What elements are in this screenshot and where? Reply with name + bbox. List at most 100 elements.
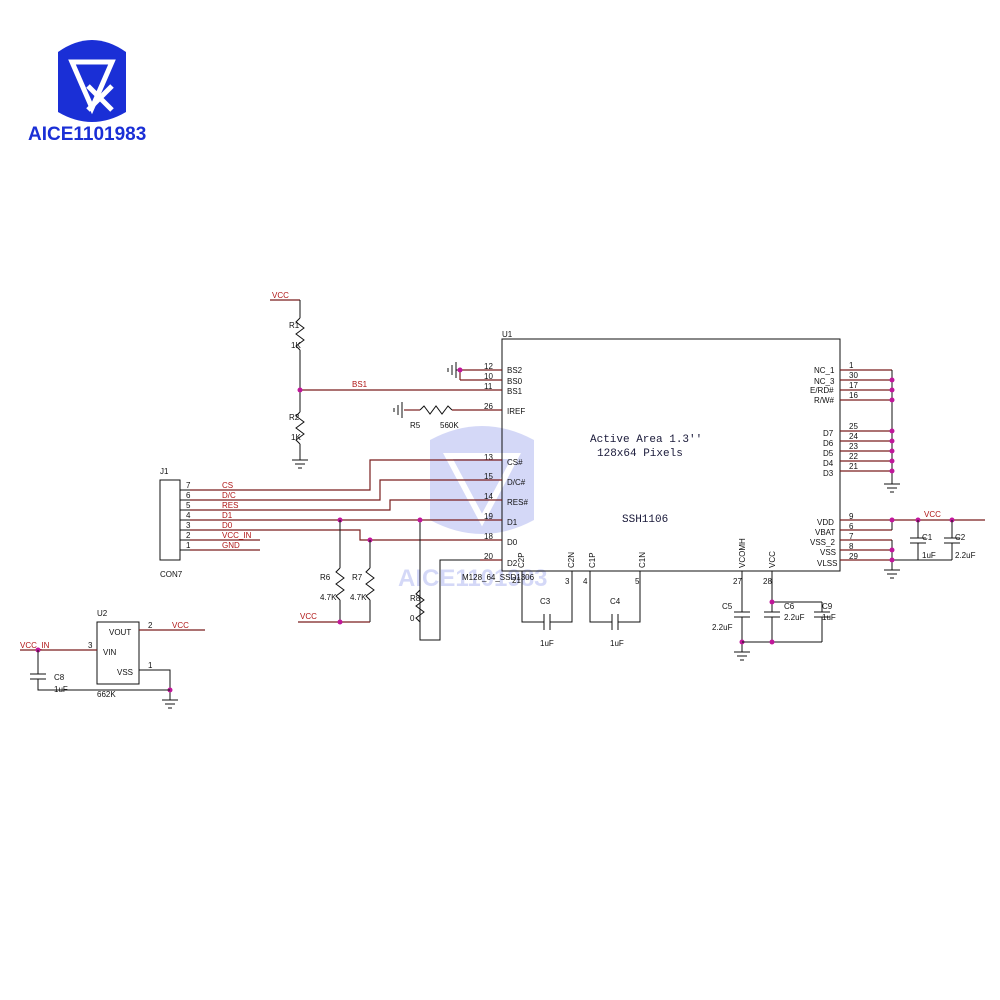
pin-label: R/W#	[814, 396, 835, 405]
pin-number: 7	[849, 532, 854, 541]
cross-icon	[86, 84, 114, 112]
u1-controller: SSH1106	[622, 514, 668, 526]
r6-ref: R6	[320, 573, 331, 582]
c6-ref: C6	[784, 602, 795, 611]
pin-number: 20	[484, 552, 493, 561]
pin-label: VCC	[768, 551, 777, 568]
r5-value: 560K	[440, 421, 459, 430]
pin-label: C1P	[588, 552, 597, 568]
u1-left-wiring: BS1 R5 560K	[190, 362, 502, 641]
c5-ref: C5	[722, 602, 733, 611]
pin-label: NC_1	[814, 366, 835, 375]
pin-number: 9	[849, 512, 854, 521]
brand-logo: AICE1101983	[28, 40, 146, 145]
j1-net-label: D/C	[222, 491, 236, 500]
pin-label: D3	[823, 469, 834, 478]
j1-net-label: D1	[222, 511, 233, 520]
bs-divider: VCC R1 1K R2 1K	[270, 291, 308, 469]
pin-number: 8	[849, 542, 854, 551]
pin-number: 30	[849, 371, 858, 380]
pin-label: IREF	[507, 407, 525, 416]
pin-number: 10	[484, 372, 493, 381]
pin-number: 15	[484, 472, 493, 481]
pin-number: 21	[849, 462, 858, 471]
j1-net-label: CS	[222, 481, 233, 490]
pin-number: 19	[484, 512, 493, 521]
vcc-label: VCC	[272, 291, 289, 300]
r8-ref: R8	[410, 594, 421, 603]
pin-label: NC_3	[814, 377, 835, 386]
pin-label: C2P	[517, 552, 526, 568]
brand-name: AICE1101983	[28, 124, 146, 145]
pin-label: D6	[823, 439, 834, 448]
u1-bottom-pins: C2P C2N C1P C1N VCOMH VCC 21 3 4 5 27 28	[512, 538, 777, 586]
u1-right-wiring: VCC C1 1uF C2 2.2uF	[840, 369, 985, 579]
r7-ref: R7	[352, 573, 363, 582]
pin-number: 25	[849, 422, 858, 431]
u2-vss-label: VSS	[117, 668, 133, 677]
u2-pin-number: 1	[148, 661, 153, 670]
pin-label: VBAT	[815, 528, 835, 537]
pin-number: 21	[512, 576, 521, 585]
pin-label: D4	[823, 459, 834, 468]
vcc-label: VCC	[300, 612, 317, 621]
j1-pin-number: 5	[186, 501, 191, 510]
pin-number: 28	[763, 577, 772, 586]
pin-label: VLSS	[817, 559, 837, 568]
j1-part: CON7	[160, 570, 183, 579]
charge-pump-caps: C3 1uF C4 1uF	[521, 571, 641, 648]
j1-ref: J1	[160, 467, 169, 476]
pin-label: VDD	[817, 518, 834, 527]
j1-net-label: D0	[222, 521, 233, 530]
pin-number: 17	[849, 381, 858, 390]
j1-connector: J1 CON7 7 CS 6 D/C 5 RES 4 D1 3 D0 2 VCC…	[159, 467, 252, 579]
r7-value: 4.7K	[350, 593, 367, 602]
j1-pin-number: 2	[186, 531, 191, 540]
bs1-net-label: BS1	[352, 380, 368, 389]
c3-ref: C3	[540, 597, 551, 606]
pin-label: VSS	[820, 548, 836, 557]
pin-number: 6	[849, 522, 854, 531]
pin-label: BS2	[507, 366, 523, 375]
watermark-text: AICE1101983	[398, 565, 547, 592]
j1-pin-number: 3	[186, 521, 191, 530]
pin-label: D2	[507, 559, 518, 568]
pin-label: RES#	[507, 498, 528, 507]
u1-right-pins: NC_1 1 NC_3 30 E/RD# 17 R/W# 16 D7 25 D6…	[810, 361, 858, 568]
c3-value: 1uF	[540, 639, 554, 648]
c2-value: 2.2uF	[955, 551, 976, 560]
pin-label: C2N	[567, 552, 576, 568]
r5-ref: R5	[410, 421, 421, 430]
c2-ref: C2	[955, 533, 966, 542]
u1-left-pins: BS2 12 BS0 10 BS1 11 IREF 26 CS# 13 D/C#…	[484, 362, 528, 568]
pin-label: VCOMH	[738, 538, 747, 568]
u2-ref: U2	[97, 609, 108, 618]
c4-ref: C4	[610, 597, 621, 606]
c6-value: 2.2uF	[784, 613, 805, 622]
pin-number: 14	[484, 492, 493, 501]
c1-ref: C1	[922, 533, 933, 542]
j1-pin-number: 7	[186, 481, 191, 490]
pin-number: 22	[849, 452, 858, 461]
c8-value: 1uF	[54, 685, 68, 694]
pin-number: 11	[484, 382, 493, 391]
j1-pin-number: 1	[186, 541, 191, 550]
u1-active-area: Active Area 1.3''	[590, 434, 702, 446]
u2-regulator: U2 662K VOUT VIN VSS 2 VCC 3 VCC_IN 1 C8…	[20, 609, 205, 709]
pin-number: 24	[849, 432, 858, 441]
j1-pin-number: 4	[186, 511, 191, 520]
pin-number: 29	[849, 552, 858, 561]
j1-pin-number: 6	[186, 491, 191, 500]
j1-net-label: VCC_IN	[222, 531, 252, 540]
u2-pin-number: 2	[148, 621, 153, 630]
pin-label: D1	[507, 518, 518, 527]
pin-label: D0	[507, 538, 518, 547]
c4-value: 1uF	[610, 639, 624, 648]
j1-net-label: RES	[222, 501, 238, 510]
u1-part: M128_64_SSD1306	[462, 573, 535, 582]
pin-number: 27	[733, 577, 742, 586]
u2-vin-net: VCC_IN	[20, 641, 50, 650]
r2-ref: R2	[289, 413, 300, 422]
pin-number: 5	[635, 577, 640, 586]
